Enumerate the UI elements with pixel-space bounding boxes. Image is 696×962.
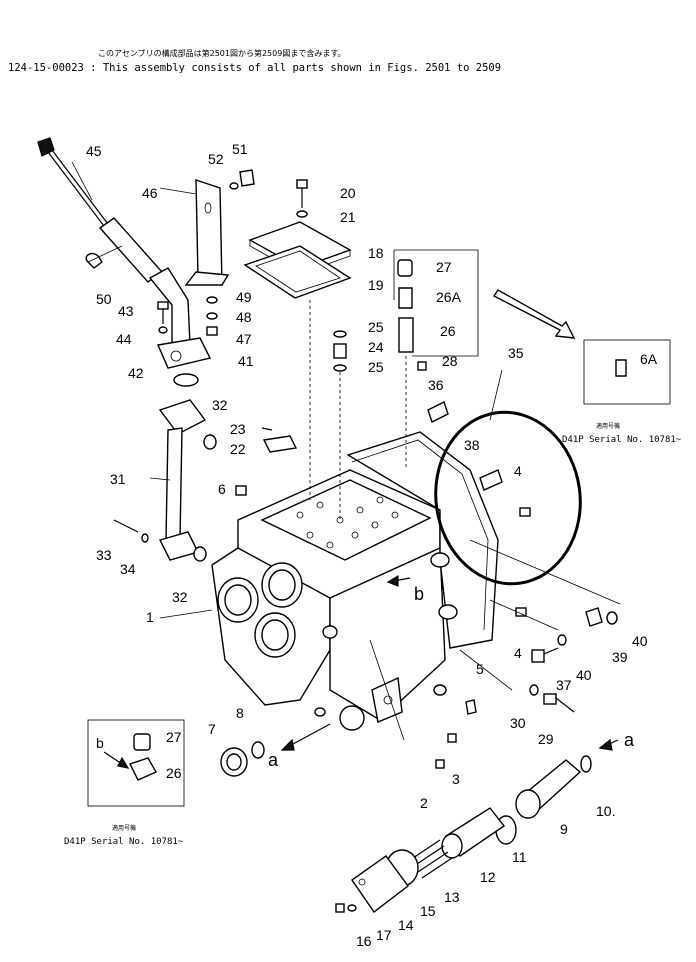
callout-33: 33 xyxy=(96,547,112,563)
callout-18: 18 xyxy=(368,245,384,261)
bracket xyxy=(184,179,230,286)
callout-23: 23 xyxy=(230,421,246,437)
callout-51: 51 xyxy=(232,141,248,157)
callout-28: 28 xyxy=(442,353,458,369)
inset-right-serial-note: D41P Serial No. 10781~ xyxy=(562,435,682,445)
callout-12: 12 xyxy=(480,869,496,885)
inset-left: b 27 26 適用号機 D41P Serial No. 10781~ xyxy=(64,719,185,847)
inset-left-jp-note: 適用号機 xyxy=(112,824,136,832)
callout-49: 49 xyxy=(236,289,252,305)
large-o-ring xyxy=(434,410,582,586)
inset-left-ref-letter: b xyxy=(96,735,104,751)
callout-25-upper: 25 xyxy=(368,319,384,335)
callout-27: 27 xyxy=(436,259,452,275)
callout-2: 2 xyxy=(420,795,428,811)
callout-52: 52 xyxy=(208,151,224,167)
callout-39: 39 xyxy=(612,649,628,665)
callout-45: 45 xyxy=(86,143,102,159)
callout-8: 8 xyxy=(236,705,244,721)
callout-40-right: 40 xyxy=(632,633,648,649)
callout-5: 5 xyxy=(476,661,484,677)
transmission-case xyxy=(211,431,499,731)
inset-left-serial-note: D41P Serial No. 10781~ xyxy=(64,837,184,847)
dipstick-assembly xyxy=(37,137,212,369)
callout-21: 21 xyxy=(340,209,356,225)
callout-11: 11 xyxy=(512,849,527,865)
callout-41: 41 xyxy=(238,353,254,369)
callout-7: 7 xyxy=(208,721,216,737)
ref-letter-b: b xyxy=(414,584,424,604)
callout-16: 16 xyxy=(356,933,372,949)
callout-22: 22 xyxy=(230,441,246,457)
callout-labels: 1 2 3 4 4 5 6 7 8 9 10. 11 12 13 14 15 1… xyxy=(86,141,648,949)
callout-19: 19 xyxy=(368,277,384,293)
callout-37: 37 xyxy=(556,677,572,693)
inset-left-part-bottom: 26 xyxy=(166,765,182,781)
callout-43: 43 xyxy=(118,303,134,319)
callout-4-lower: 4 xyxy=(514,645,522,661)
callout-50: 50 xyxy=(96,291,112,307)
inset-right: 6A 適用号機 D41P Serial No. 10781~ xyxy=(562,339,682,445)
callout-3: 3 xyxy=(452,771,460,787)
callout-32-upper: 32 xyxy=(212,397,228,413)
callout-35: 35 xyxy=(508,345,524,361)
callout-42: 42 xyxy=(128,365,144,381)
ref-letter-a-left: a xyxy=(268,750,279,770)
callout-34: 34 xyxy=(120,561,136,577)
callout-6: 6 xyxy=(218,481,226,497)
header-assembly-note: 124-15-00023 : This assembly consists of… xyxy=(8,62,502,74)
callout-29: 29 xyxy=(538,731,554,747)
callout-4-upper: 4 xyxy=(514,463,522,479)
callout-17: 17 xyxy=(376,927,392,943)
inset-right-jp-note: 適用号機 xyxy=(596,422,620,430)
callout-9: 9 xyxy=(560,821,568,837)
callout-48: 48 xyxy=(236,309,252,325)
callout-26a: 26A xyxy=(436,289,462,305)
small-hardware xyxy=(113,169,618,914)
callout-40-left: 40 xyxy=(576,667,592,683)
ref-letter-a-right: a xyxy=(624,730,635,750)
callout-30: 30 xyxy=(510,715,526,731)
callout-20: 20 xyxy=(340,185,356,201)
callout-36: 36 xyxy=(428,377,444,393)
inset-left-part-top: 27 xyxy=(166,729,182,745)
callout-1: 1 xyxy=(146,609,154,625)
callout-24: 24 xyxy=(368,339,384,355)
inset-right-part-label: 6A xyxy=(640,351,658,367)
callout-31: 31 xyxy=(110,471,126,487)
callout-13: 13 xyxy=(444,889,460,905)
callout-46: 46 xyxy=(142,185,158,201)
callout-38: 38 xyxy=(464,437,480,453)
callout-47: 47 xyxy=(236,331,252,347)
callout-44: 44 xyxy=(116,331,132,347)
callout-10: 10. xyxy=(596,803,615,819)
callout-15: 15 xyxy=(420,903,436,919)
header-japanese-note: このアセンブリの構成部品は第2501図から第2509図まで含みます。 xyxy=(98,49,346,58)
callout-14: 14 xyxy=(398,917,414,933)
callout-25-lower: 25 xyxy=(368,359,384,375)
direction-arrows xyxy=(71,161,621,751)
callout-32-lower: 32 xyxy=(172,589,188,605)
callout-26: 26 xyxy=(440,323,456,339)
